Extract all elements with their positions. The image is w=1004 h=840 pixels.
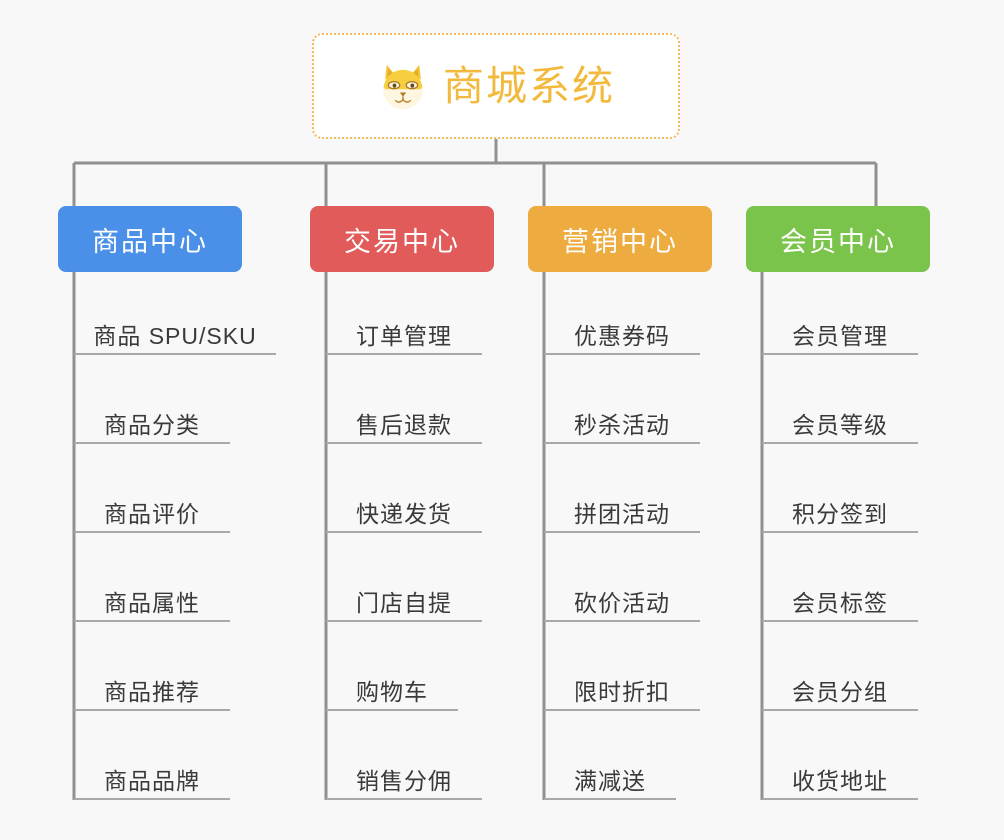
leaf-item[interactable]: 快递发货 bbox=[326, 489, 482, 533]
leaf-item[interactable]: 商品推荐 bbox=[74, 667, 230, 711]
leaf-item[interactable]: 砍价活动 bbox=[544, 578, 700, 622]
leaf-label: 门店自提 bbox=[356, 589, 452, 616]
leaf-label: 会员分组 bbox=[792, 678, 888, 705]
leaf-label: 商品推荐 bbox=[104, 678, 200, 705]
leaf-item[interactable]: 订单管理 bbox=[326, 311, 482, 355]
leaf-label: 商品评价 bbox=[104, 500, 200, 527]
category-box-2[interactable]: 交易中心 bbox=[310, 206, 494, 272]
leaf-label: 商品属性 bbox=[104, 589, 200, 616]
leaf-label: 优惠券码 bbox=[574, 322, 670, 349]
leaf-label: 砍价活动 bbox=[574, 589, 670, 616]
leaf-item[interactable]: 商品品牌 bbox=[74, 756, 230, 800]
shiba-dog-icon bbox=[383, 64, 423, 109]
leaf-item[interactable]: 会员等级 bbox=[762, 400, 918, 444]
leaf-label: 商品分类 bbox=[104, 411, 200, 438]
leaf-label: 积分签到 bbox=[792, 500, 888, 527]
leaf-item[interactable]: 购物车 bbox=[326, 667, 458, 711]
leaf-label: 满减送 bbox=[574, 767, 646, 794]
category-label: 交易中心 bbox=[344, 226, 460, 257]
leaf-label: 秒杀活动 bbox=[574, 411, 670, 438]
category-box-1[interactable]: 商品中心 bbox=[58, 206, 242, 272]
leaf-label: 会员等级 bbox=[792, 411, 888, 438]
leaf-item[interactable]: 秒杀活动 bbox=[544, 400, 700, 444]
leaf-item[interactable]: 商品评价 bbox=[74, 489, 230, 533]
leaf-item[interactable]: 会员分组 bbox=[762, 667, 918, 711]
leaf-item[interactable]: 商品分类 bbox=[74, 400, 230, 444]
leaf-label: 购物车 bbox=[356, 678, 428, 705]
leaf-item[interactable]: 商品 SPU/SKU bbox=[74, 311, 276, 355]
leaf-label: 会员标签 bbox=[792, 589, 888, 616]
leaf-item[interactable]: 拼团活动 bbox=[544, 489, 700, 533]
leaf-label: 商品品牌 bbox=[104, 767, 200, 794]
leaf-item[interactable]: 收货地址 bbox=[762, 756, 918, 800]
category-label: 商品中心 bbox=[92, 226, 208, 257]
leaf-item[interactable]: 积分签到 bbox=[762, 489, 918, 533]
leaf-label: 销售分佣 bbox=[356, 767, 452, 794]
category-box-3[interactable]: 营销中心 bbox=[528, 206, 712, 272]
leaf-label: 订单管理 bbox=[356, 322, 452, 349]
leaf-label: 商品 SPU/SKU bbox=[93, 322, 257, 349]
category-box-4[interactable]: 会员中心 bbox=[746, 206, 930, 272]
leaf-label: 快递发货 bbox=[356, 500, 452, 527]
leaf-label: 拼团活动 bbox=[574, 500, 670, 527]
leaf-item[interactable]: 售后退款 bbox=[326, 400, 482, 444]
leaf-label: 售后退款 bbox=[356, 411, 452, 438]
category-label: 会员中心 bbox=[780, 226, 896, 257]
leaf-item[interactable]: 会员管理 bbox=[762, 311, 918, 355]
leaf-label: 收货地址 bbox=[792, 767, 888, 794]
leaf-item[interactable]: 会员标签 bbox=[762, 578, 918, 622]
root-title: 商城系统 bbox=[443, 62, 615, 109]
leaf-item[interactable]: 限时折扣 bbox=[544, 667, 700, 711]
leaf-label: 限时折扣 bbox=[574, 678, 670, 705]
category-label: 营销中心 bbox=[562, 226, 678, 257]
root-node[interactable]: 商城系统 bbox=[312, 33, 680, 139]
leaf-item[interactable]: 门店自提 bbox=[326, 578, 482, 622]
leaf-item[interactable]: 销售分佣 bbox=[326, 756, 482, 800]
leaf-item[interactable]: 优惠券码 bbox=[544, 311, 700, 355]
leaf-label: 会员管理 bbox=[792, 322, 888, 349]
leaf-item[interactable]: 商品属性 bbox=[74, 578, 230, 622]
leaf-item[interactable]: 满减送 bbox=[544, 756, 676, 800]
